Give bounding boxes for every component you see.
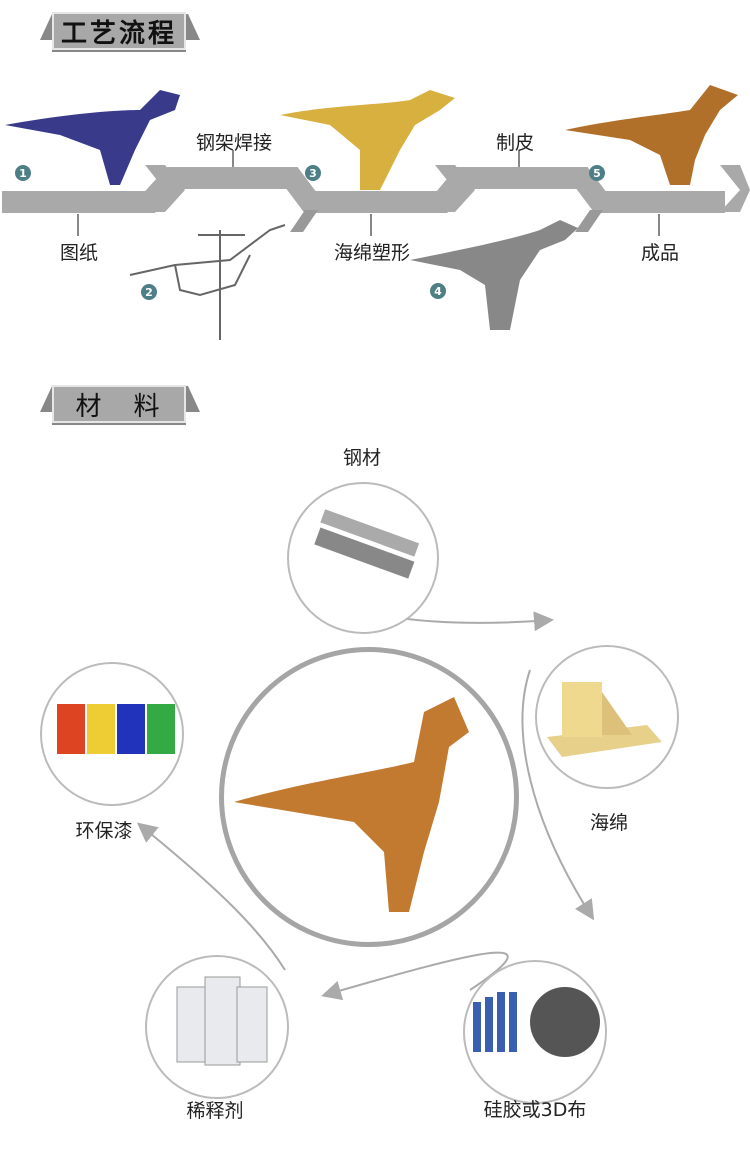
- silicone-circle: [463, 960, 607, 1104]
- material-label-thinner: 稀释剂: [186, 1100, 244, 1122]
- silicone-image: [473, 987, 600, 1057]
- steel-circle: [287, 482, 439, 634]
- dinosaur-image: [234, 697, 469, 912]
- thinner-circle: [145, 955, 289, 1099]
- step-badge-3: 3: [305, 165, 321, 181]
- center-dinosaur-circle: [219, 647, 519, 947]
- dino-steel-frame-image: [129, 224, 286, 340]
- process-band: [2, 150, 750, 236]
- paint-image: [57, 704, 175, 754]
- step-badge-5: 5: [589, 165, 605, 181]
- dino-grey-skin-image: [410, 220, 578, 330]
- step-label-drawing: 图纸: [59, 242, 99, 264]
- step-badge-2: 2: [141, 284, 157, 300]
- step-label-welding: 钢架焊接: [195, 132, 273, 154]
- process-title: 工艺流程: [52, 12, 186, 50]
- dino-finished-image: [565, 85, 738, 185]
- material-label-sponge: 海绵: [589, 812, 629, 834]
- paint-circle: [40, 662, 184, 806]
- thinner-image: [176, 976, 268, 1066]
- material-label-silicone: 硅胶或3D布: [483, 1099, 587, 1121]
- step-badge-1: 1: [15, 165, 31, 181]
- step-badge-4: 4: [430, 283, 446, 299]
- step-label-finished: 成品: [640, 242, 680, 264]
- materials-title: 材 料: [52, 385, 186, 423]
- sponge-circle: [535, 645, 679, 789]
- dino-blueprint-image: [5, 90, 180, 185]
- process-illustrations: [5, 85, 738, 340]
- material-label-steel: 钢材: [342, 447, 382, 469]
- step-label-skin: 制皮: [495, 132, 535, 154]
- steel-image: [314, 509, 420, 579]
- material-label-paint: 环保漆: [75, 820, 133, 842]
- sponge-image: [547, 682, 662, 757]
- step-label-foam: 海绵塑形: [333, 242, 411, 264]
- dino-foam-image: [280, 90, 455, 190]
